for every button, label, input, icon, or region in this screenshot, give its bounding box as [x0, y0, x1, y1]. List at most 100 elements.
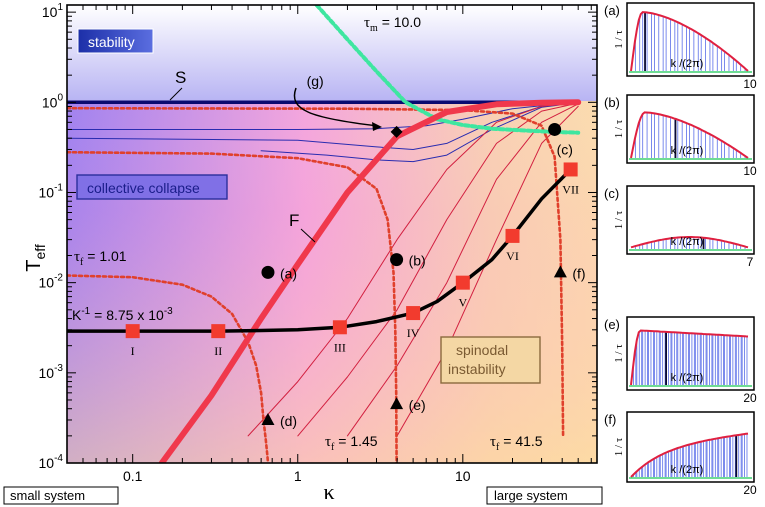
inset-xmax-label: 20 — [743, 391, 757, 405]
phase-marker-7 — [563, 162, 578, 177]
tau-m-symbol: τ — [364, 15, 370, 31]
inset-xmax-label: 7 — [747, 255, 754, 269]
series-thin_red_2 — [297, 102, 579, 437]
stability-label-box — [77, 28, 154, 54]
S-label-leader — [169, 87, 183, 101]
y-tick-label-2: 10-2 — [39, 273, 64, 291]
inset-xmax-label: 10 — [743, 164, 757, 178]
point-marker-b — [390, 253, 404, 267]
inset-ylabel: 1 / τ — [613, 119, 625, 138]
inset-xlabel: k /(2π) — [671, 236, 704, 248]
y-tick-label-3: 10-1 — [39, 182, 64, 200]
point-marker-label-c: (c) — [557, 141, 573, 157]
inset-ylabel: 1 / τ — [613, 344, 625, 363]
y-axis-label-sub: eff — [32, 244, 48, 259]
small-system-box — [3, 486, 119, 505]
y-tick-exponent: -4 — [54, 453, 63, 464]
collective-collapse-label: collective collapse — [87, 180, 200, 196]
phase-marker-label-7: VII — [562, 182, 579, 196]
K-inverse-value-exponent: -3 — [164, 306, 173, 317]
plot-frame — [66, 4, 598, 464]
collective-collapse-label-box — [76, 174, 228, 200]
series-thin_red_1 — [247, 102, 579, 437]
series-thin_red_3 — [346, 103, 579, 437]
K-inverse-symbol: K — [72, 307, 82, 323]
point-marker-label-d: (d) — [280, 413, 297, 429]
phase-marker-4 — [406, 306, 421, 321]
inset-ylabel: 1 / τ — [613, 210, 625, 229]
y-axis-label-base: T — [23, 260, 45, 272]
inset-panel-label: (c) — [604, 186, 619, 201]
inset-envelope — [630, 329, 749, 386]
tau-f-3-subscript: f — [496, 442, 500, 453]
inset-panel-label: (e) — [604, 317, 620, 332]
F-label-leader — [300, 228, 316, 243]
phase-marker-label-2: II — [214, 344, 222, 358]
inset-ylabel: 1 / τ — [613, 437, 625, 456]
K-inverse-label: K-1 = 8.75 x 10-3 — [72, 306, 173, 323]
insets: (a)1 / τk /(2π)10(b)1 / τk /(2π)10(c)1 /… — [604, 2, 757, 497]
tau-f-2-symbol: τ — [325, 434, 331, 450]
inset-frame — [626, 94, 755, 164]
phase-marker-label-5: V — [458, 296, 467, 310]
y-tick-exponent: 0 — [57, 92, 63, 103]
y-axis-label: Teff — [23, 244, 48, 272]
tau-f-2-subscript: f — [331, 442, 335, 453]
inset-frame — [626, 2, 755, 77]
y-tick-exponent: -3 — [54, 363, 63, 374]
point-marker-f — [553, 265, 567, 278]
inset-xlabel: k /(2π) — [671, 58, 704, 70]
series-tau_f_1.01 — [67, 274, 270, 463]
phase-marker-label-1: I — [131, 344, 135, 358]
x-tick-label-0: 0.1 — [123, 468, 143, 484]
tau-f-label-1: τf = 1.01 — [74, 248, 127, 268]
phase-marker-1 — [125, 324, 140, 339]
inset-b: (b) 1 / τ k /(2π) 10 — [604, 94, 757, 178]
tau-m-value: = 10.0 — [378, 14, 421, 30]
inset-panel-label: (f) — [604, 412, 616, 427]
inset-xlabel: k /(2π) — [671, 372, 704, 384]
inset-envelope — [630, 111, 749, 159]
phase-marker-label-6: VI — [506, 249, 519, 263]
y-tick-exponent: -1 — [54, 182, 63, 193]
tau-f-3-value: = 41.5 — [499, 433, 542, 449]
series-tau_f_41.5 — [67, 106, 565, 438]
tau-m-subscript: m — [370, 23, 378, 34]
spinodal-label-box — [440, 336, 541, 384]
y-tick-exponent: 1 — [57, 2, 63, 13]
y-tick-label-0: 10-4 — [39, 453, 64, 471]
y-tick-label-1: 10-3 — [39, 363, 64, 381]
series-layer — [67, 5, 582, 463]
series-thin_blue_3 — [260, 102, 579, 163]
series-tau_m_10 — [314, 5, 581, 135]
large-system-label: large system — [494, 488, 568, 503]
point-marker-d — [261, 412, 275, 425]
y-tick-exponent: -2 — [54, 273, 63, 284]
tau-f-3-symbol: τ — [490, 434, 496, 450]
phase-marker-2 — [211, 324, 226, 339]
tau-f-1-value: = 1.01 — [83, 248, 126, 264]
phase-marker-5 — [455, 275, 470, 290]
spinodal-label-line2: instability — [448, 361, 506, 377]
tau-f-label-3: τf = 41.5 — [490, 433, 543, 453]
x-tick-label-1: 1 — [294, 468, 302, 484]
x-axis-label: κ — [323, 479, 334, 504]
tau-f-2-value: = 1.45 — [334, 433, 377, 449]
tau-f-1-symbol: τ — [74, 249, 80, 265]
small-system-label: small system — [10, 488, 85, 503]
inset-xlabel: k /(2π) — [671, 145, 704, 157]
point-marker-label-a: (a) — [280, 265, 297, 281]
point-marker-label-f: (f) — [572, 265, 585, 281]
inset-e: (e) 1 / τ k /(2π) 20 — [604, 316, 757, 405]
tau-f-label-2: τf = 1.45 — [325, 433, 378, 453]
inset-panel-label: (b) — [604, 95, 620, 110]
inset-envelope — [630, 11, 749, 72]
point-marker-g — [390, 125, 403, 138]
point-marker-e — [390, 397, 404, 410]
point-marker-a — [261, 265, 275, 279]
series-K_inverse — [67, 167, 573, 333]
S-curve-label: S — [175, 68, 186, 87]
F-curve-label: F — [289, 211, 299, 230]
